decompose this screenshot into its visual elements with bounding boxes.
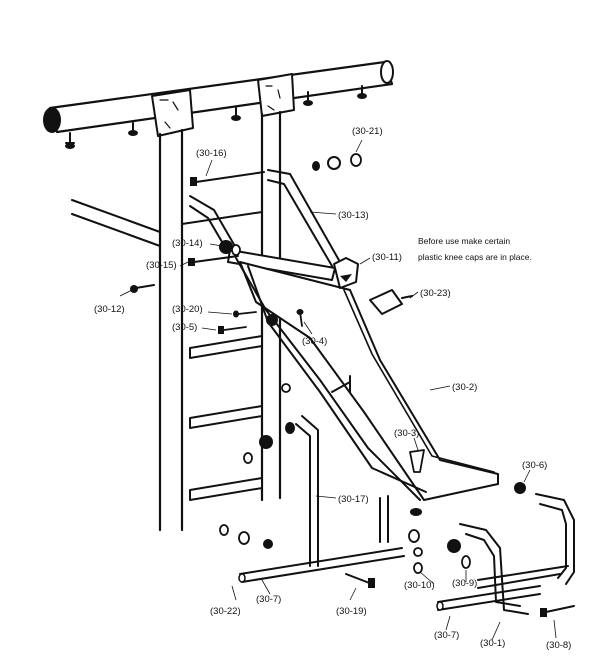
label-30-19: (30-19) (336, 606, 367, 617)
label-30-6: (30-6) (522, 460, 547, 471)
safety-note-line-1: Before use make certain (418, 236, 510, 246)
label-30-7-right: (30-7) (434, 630, 459, 641)
label-30-23: (30-23) (420, 288, 451, 299)
rung-1 (189, 335, 263, 359)
rung-2 (189, 405, 263, 429)
leader-lines (119, 139, 557, 641)
rung-3 (189, 477, 263, 501)
right-t-fitting (257, 73, 295, 117)
slide-bed (239, 261, 499, 501)
label-30-15: (30-15) (146, 260, 177, 271)
leg-30-17 (295, 415, 389, 567)
label-30-17: (30-17) (338, 494, 369, 505)
label-30-14: (30-14) (172, 238, 203, 249)
hardware (130, 153, 575, 617)
label-30-3: (30-3) (394, 428, 419, 439)
safety-note-line-2: plastic knee caps are in place. (418, 252, 532, 262)
side-rail (71, 199, 263, 247)
label-30-11: (30-11) (372, 252, 402, 263)
bottom-tubes (238, 547, 541, 611)
left-t-fitting (151, 89, 194, 137)
top-bar-hangers (65, 85, 367, 149)
label-30-4: (30-4) (302, 336, 327, 347)
label-30-1: (30-1) (480, 638, 505, 649)
top-bar (43, 60, 394, 149)
label-30-16: (30-16) (196, 148, 227, 159)
label-30-10: (30-10) (404, 580, 435, 591)
label-30-7-left: (30-7) (256, 594, 281, 605)
label-30-21: (30-21) (352, 126, 383, 137)
bottom-stand-30-1 (459, 493, 575, 615)
label-30-2: (30-2) (452, 382, 477, 393)
label-30-9: (30-9) (452, 578, 477, 589)
label-30-20: (30-20) (172, 304, 203, 315)
safety-note: Before use make certain plastic knee cap… (418, 236, 532, 262)
top-bar-end-cap (43, 107, 61, 133)
label-30-22: (30-22) (210, 606, 241, 617)
label-30-12: (30-12) (94, 304, 125, 315)
label-30-13: (30-13) (338, 210, 369, 221)
part-labels: (30-21) (30-16) (30-13) (30-14) (30-15) … (94, 126, 571, 651)
label-30-8: (30-8) (546, 640, 571, 651)
ladder-frame (158, 110, 282, 532)
guard-rail-30-13 (189, 169, 341, 267)
label-30-5: (30-5) (172, 322, 197, 333)
slide-side-rail (235, 257, 421, 501)
